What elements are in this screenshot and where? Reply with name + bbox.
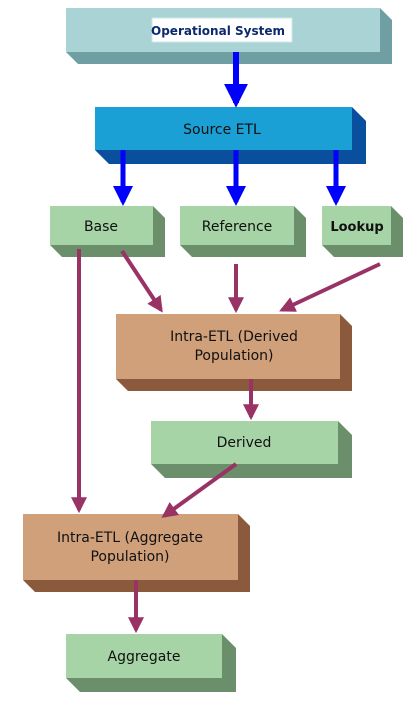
reference-label: Reference — [202, 219, 273, 235]
source-etl-box: Source ETL — [95, 107, 366, 164]
base-box: Base — [50, 206, 165, 257]
base-label: Base — [84, 219, 118, 235]
intra-etl-aggregate-label-line1: Intra-ETL (Aggregate — [57, 530, 203, 546]
operational-system-label: Operational System — [151, 24, 285, 38]
intra-etl-aggregate-box: Intra-ETL (Aggregate Population) — [23, 514, 250, 592]
operational-system-label-bg — [151, 17, 293, 43]
operational-system-box: Operational System — [66, 8, 392, 64]
lookup-label: Lookup — [330, 220, 383, 235]
intra-etl-derived-box: Intra-ETL (Derived Population) — [116, 314, 352, 391]
aggregate-label: Aggregate — [108, 649, 181, 665]
intra-etl-derived-label-line2: Population) — [194, 348, 273, 364]
arrow-derived-to-intra-aggregate — [161, 462, 238, 518]
intra-etl-aggregate-label-line2: Population) — [90, 549, 169, 565]
arrow-lookup-to-intra-derived — [279, 262, 381, 312]
aggregate-box: Aggregate — [66, 634, 236, 692]
arrow-base-to-intra-derived — [120, 249, 163, 313]
lookup-box: Lookup — [322, 206, 403, 257]
derived-box: Derived — [151, 421, 352, 478]
intra-etl-derived-label-line1: Intra-ETL (Derived — [170, 329, 298, 345]
source-etl-label: Source ETL — [183, 122, 261, 138]
derived-label: Derived — [217, 435, 272, 451]
reference-box: Reference — [180, 206, 306, 257]
